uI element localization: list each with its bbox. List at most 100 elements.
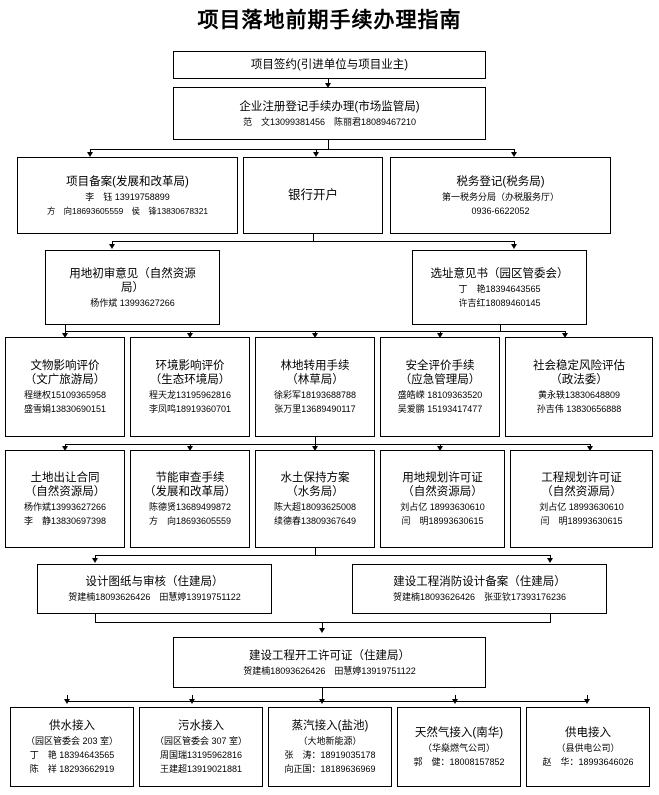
connector [315, 437, 316, 444]
arrow-icon [562, 333, 568, 338]
node-permit-4[interactable]: 工程规划许可证 （自然资源局） 刘占亿 18993630610 闫 明18993… [510, 450, 653, 548]
node-title: 银行开户 [287, 187, 338, 202]
arrow-icon [584, 699, 590, 704]
node-contact-1: 郭 健：18008157852 [413, 757, 505, 767]
node-contact-2: 方 向18693605559 侯 锋13830678321 [46, 205, 209, 216]
connector [67, 701, 587, 702]
node-project-signing[interactable]: 项目签约(引进单位与项目业主) [173, 51, 486, 79]
node-contact-1: 陈德贤13689499872 [148, 502, 232, 513]
node-title: 环境影响评价 [155, 360, 225, 373]
node-permit-1[interactable]: 节能审查手续 （发展和改革局） 陈德贤13689499872 方 向186936… [130, 450, 250, 548]
node-contact-1: 丁 艳 18394643565 [29, 750, 115, 761]
node-title: 设计图纸与审核（住建局） [85, 576, 224, 588]
node-enterprise-registration[interactable]: 企业注册登记手续办理(市场监管局) 范 文13099381456 陈丽君1808… [173, 87, 486, 140]
node-department: （生态环境局） [149, 374, 231, 387]
arrow-icon [62, 446, 68, 451]
node-utility-1[interactable]: 污水接入 （园区管委会 307 室） 周国瑞13195962816 王建超139… [139, 707, 263, 787]
node-tax-registration[interactable]: 税务登记(税务局) 第一税务分局（办税服务厅） 0936-6622052 [390, 157, 611, 234]
node-contact-2: 王建超13919021881 [159, 763, 243, 774]
node-title: 项目签约(引进单位与项目业主) [250, 58, 409, 71]
node-department: （大地新能源） [298, 736, 362, 747]
arrow-icon [325, 83, 331, 88]
arrow-icon [109, 244, 115, 249]
node-bank-account[interactable]: 银行开户 [243, 157, 383, 234]
node-evaluation-3[interactable]: 安全评价手续 （应急管理局） 盛皓嵘 18109363520 吴爱鹏 15193… [380, 337, 500, 437]
node-evaluation-2[interactable]: 林地转用手续 （林草局） 徐彩军18193688788 张万里136894901… [255, 337, 375, 437]
node-contact-2: 李 静13830697398 [23, 516, 107, 527]
connector [95, 555, 550, 556]
node-construction-start-permit[interactable]: 建设工程开工许可证（住建局） 贺建楠18093626426 田慧婷1391975… [173, 637, 486, 688]
arrow-icon [319, 699, 325, 704]
node-department: （园区管委会 307 室） [154, 736, 248, 747]
node-utility-3[interactable]: 天然气接入(南华) （华燊燃气公司） 郭 健：18008157852 [397, 707, 521, 787]
node-title: 安全评价手续 [405, 360, 475, 373]
connector [328, 140, 329, 149]
connector [328, 79, 329, 86]
node-title: 土地出让合同 [30, 472, 100, 485]
node-land-preliminary-review[interactable]: 用地初审意见（自然资源 局） 杨作斌 13993627266 [45, 250, 220, 325]
node-contact-1: 赵 华：18993646026 [542, 757, 634, 767]
connector [65, 325, 66, 331]
node-design-drawing-review[interactable]: 设计图纸与审核（住建局） 贺建楠18093626426 田慧婷139197511… [37, 564, 272, 614]
node-contact-2: 方 向18693605559 [148, 516, 232, 527]
node-evaluation-4[interactable]: 社会稳定风险评估 （政法委） 黄永轶13830648809 孙吉伟 138306… [505, 337, 653, 437]
node-title-cont: 局） [121, 281, 144, 294]
node-utility-0[interactable]: 供水接入 （园区管委会 203 室） 丁 艳 18394643565 陈 祥 1… [10, 707, 134, 787]
node-contact-1: 程天龙13195962816 [148, 390, 232, 401]
node-contacts: 贺建楠18093626426 张亚钦17393176236 [392, 592, 567, 603]
node-subline-2: 0936-6622052 [471, 205, 530, 216]
connector [455, 695, 456, 701]
connector [112, 241, 515, 242]
arrow-icon [87, 152, 93, 157]
node-contact-1: 杨作斌 13993627266 [90, 297, 175, 308]
node-contact-2: 吴爱鹏 15193417477 [397, 404, 483, 415]
node-department: （自然资源局） [24, 486, 106, 499]
node-subline-1: 第一税务分局（办税服务厅） [441, 191, 559, 202]
node-evaluation-1[interactable]: 环境影响评价 （生态环境局） 程天龙13195962816 李凤鸣1891936… [130, 337, 250, 437]
node-title: 选址意见书（园区管委会） [430, 267, 569, 280]
arrow-icon [92, 558, 98, 563]
node-department: （自然资源局） [402, 486, 483, 499]
node-contact-1: 程继权15109365958 [23, 390, 107, 401]
node-contact-2: 许吉红18089460145 [458, 297, 541, 308]
arrow-icon [511, 244, 517, 249]
node-title: 林地转用手续 [280, 360, 350, 373]
connector [315, 548, 316, 555]
node-contact-2: 陈 祥 18293662919 [29, 763, 115, 774]
node-evaluation-0[interactable]: 文物影响评价 （文广旅游局） 程继权15109365958 盛雪娟1383069… [5, 337, 125, 437]
connector [322, 622, 323, 631]
node-permit-3[interactable]: 用地规划许可证 （自然资源局） 刘占亿 18993630610 闫 明18993… [380, 450, 505, 548]
node-utility-2[interactable]: 蒸汽接入(盐池) （大地新能源） 张 涛：18919035178 向正国：181… [268, 707, 392, 787]
node-title: 节能审查手续 [155, 472, 225, 485]
node-department: （发展和改革局） [144, 486, 236, 499]
node-fire-design-filing[interactable]: 建设工程消防设计备案（住建局） 贺建楠18093626426 张亚钦173931… [352, 564, 607, 614]
node-contact-1: 丁 艳18394643565 [458, 283, 541, 294]
node-permit-2[interactable]: 水土保持方案 （水务局） 陈大超18093625008 续德春138093676… [255, 450, 375, 548]
arrow-icon [312, 333, 318, 338]
node-department: （水务局） [286, 486, 344, 499]
node-project-record-filing[interactable]: 项目备案(发展和改革局) 李 钰 13919758899 方 向18693605… [17, 157, 238, 234]
node-title: 企业注册登记手续办理(市场监管局) [239, 100, 420, 113]
connector [192, 695, 193, 701]
node-title: 供水接入 [49, 720, 95, 733]
node-title: 建设工程消防设计备案（住建局） [393, 576, 566, 588]
node-contact-2: 向正国：18189636969 [284, 763, 376, 774]
node-title: 工程规划许可证 [541, 472, 622, 485]
node-title: 建设工程开工许可证（住建局） [249, 649, 410, 662]
node-utility-4[interactable]: 供电接入 （县供电公司） 赵 华：18993646026 [526, 707, 650, 787]
arrow-icon [187, 333, 193, 338]
node-site-selection-opinion[interactable]: 选址意见书（园区管委会） 丁 艳18394643565 许吉红180894601… [412, 250, 587, 325]
node-permit-0[interactable]: 土地出让合同 （自然资源局） 杨作斌13993627266 李 静1383069… [5, 450, 125, 548]
node-contact-2: 续德春13809367649 [273, 516, 357, 527]
node-department: （县供电公司） [556, 743, 620, 754]
connector [322, 688, 323, 695]
arrow-icon [187, 446, 193, 451]
node-department: （华燊燃气公司） [422, 743, 495, 754]
node-title: 蒸汽接入(盐池) [291, 720, 369, 733]
arrow-icon [319, 628, 325, 633]
connector [67, 695, 68, 701]
node-contacts: 范 文13099381456 陈丽君18089467210 [242, 116, 417, 127]
arrow-icon [587, 446, 593, 451]
node-title: 税务登记(税务局) [456, 175, 545, 188]
